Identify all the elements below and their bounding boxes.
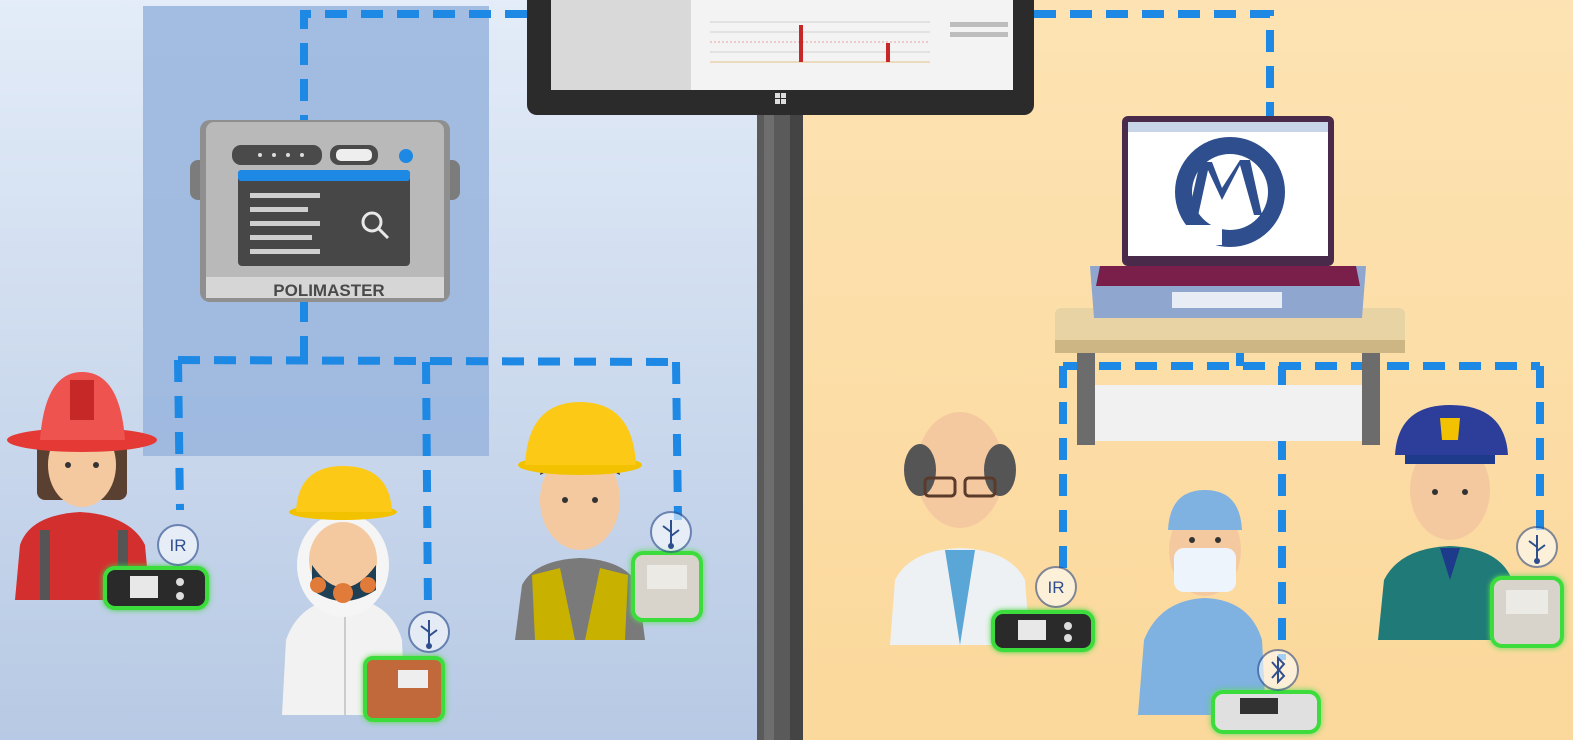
- spectrum-chart-thumbnail: [710, 21, 1008, 63]
- ir-icon-label: IR: [1048, 578, 1065, 597]
- ir-icon: IR: [1035, 566, 1077, 608]
- usb-icon: [1516, 526, 1558, 568]
- scientist: [890, 412, 1030, 645]
- monitor: [527, 0, 1034, 115]
- ir-icon-label: IR: [170, 536, 187, 555]
- polimaster-server: POLIMASTER: [190, 120, 460, 302]
- bluetooth-icon: [1257, 649, 1299, 691]
- server-brand-label: POLIMASTER: [273, 281, 384, 300]
- medical-worker: [1138, 490, 1266, 715]
- dosimeter-device-firefighter: [103, 566, 209, 610]
- police-officer: [1378, 405, 1518, 640]
- dosimeter-device-police: [1490, 576, 1564, 648]
- ir-icon: IR: [157, 524, 199, 566]
- dosimeter-device-hazmat: [363, 656, 445, 722]
- usb-icon: [650, 511, 692, 553]
- windows-logo-icon: [775, 93, 786, 104]
- dosimeter-device-medical: [1211, 690, 1321, 734]
- dosimeter-device-construction: [631, 551, 703, 622]
- construction-worker: [515, 402, 645, 640]
- monitor-stand: [757, 110, 803, 740]
- laptop: [1090, 116, 1366, 318]
- dosimeter-device-scientist: [991, 610, 1095, 652]
- polimaster-logo-icon: [1172, 137, 1285, 247]
- usb-icon: [408, 611, 450, 653]
- laptop-desk: [1055, 308, 1405, 445]
- search-icon: [361, 211, 390, 240]
